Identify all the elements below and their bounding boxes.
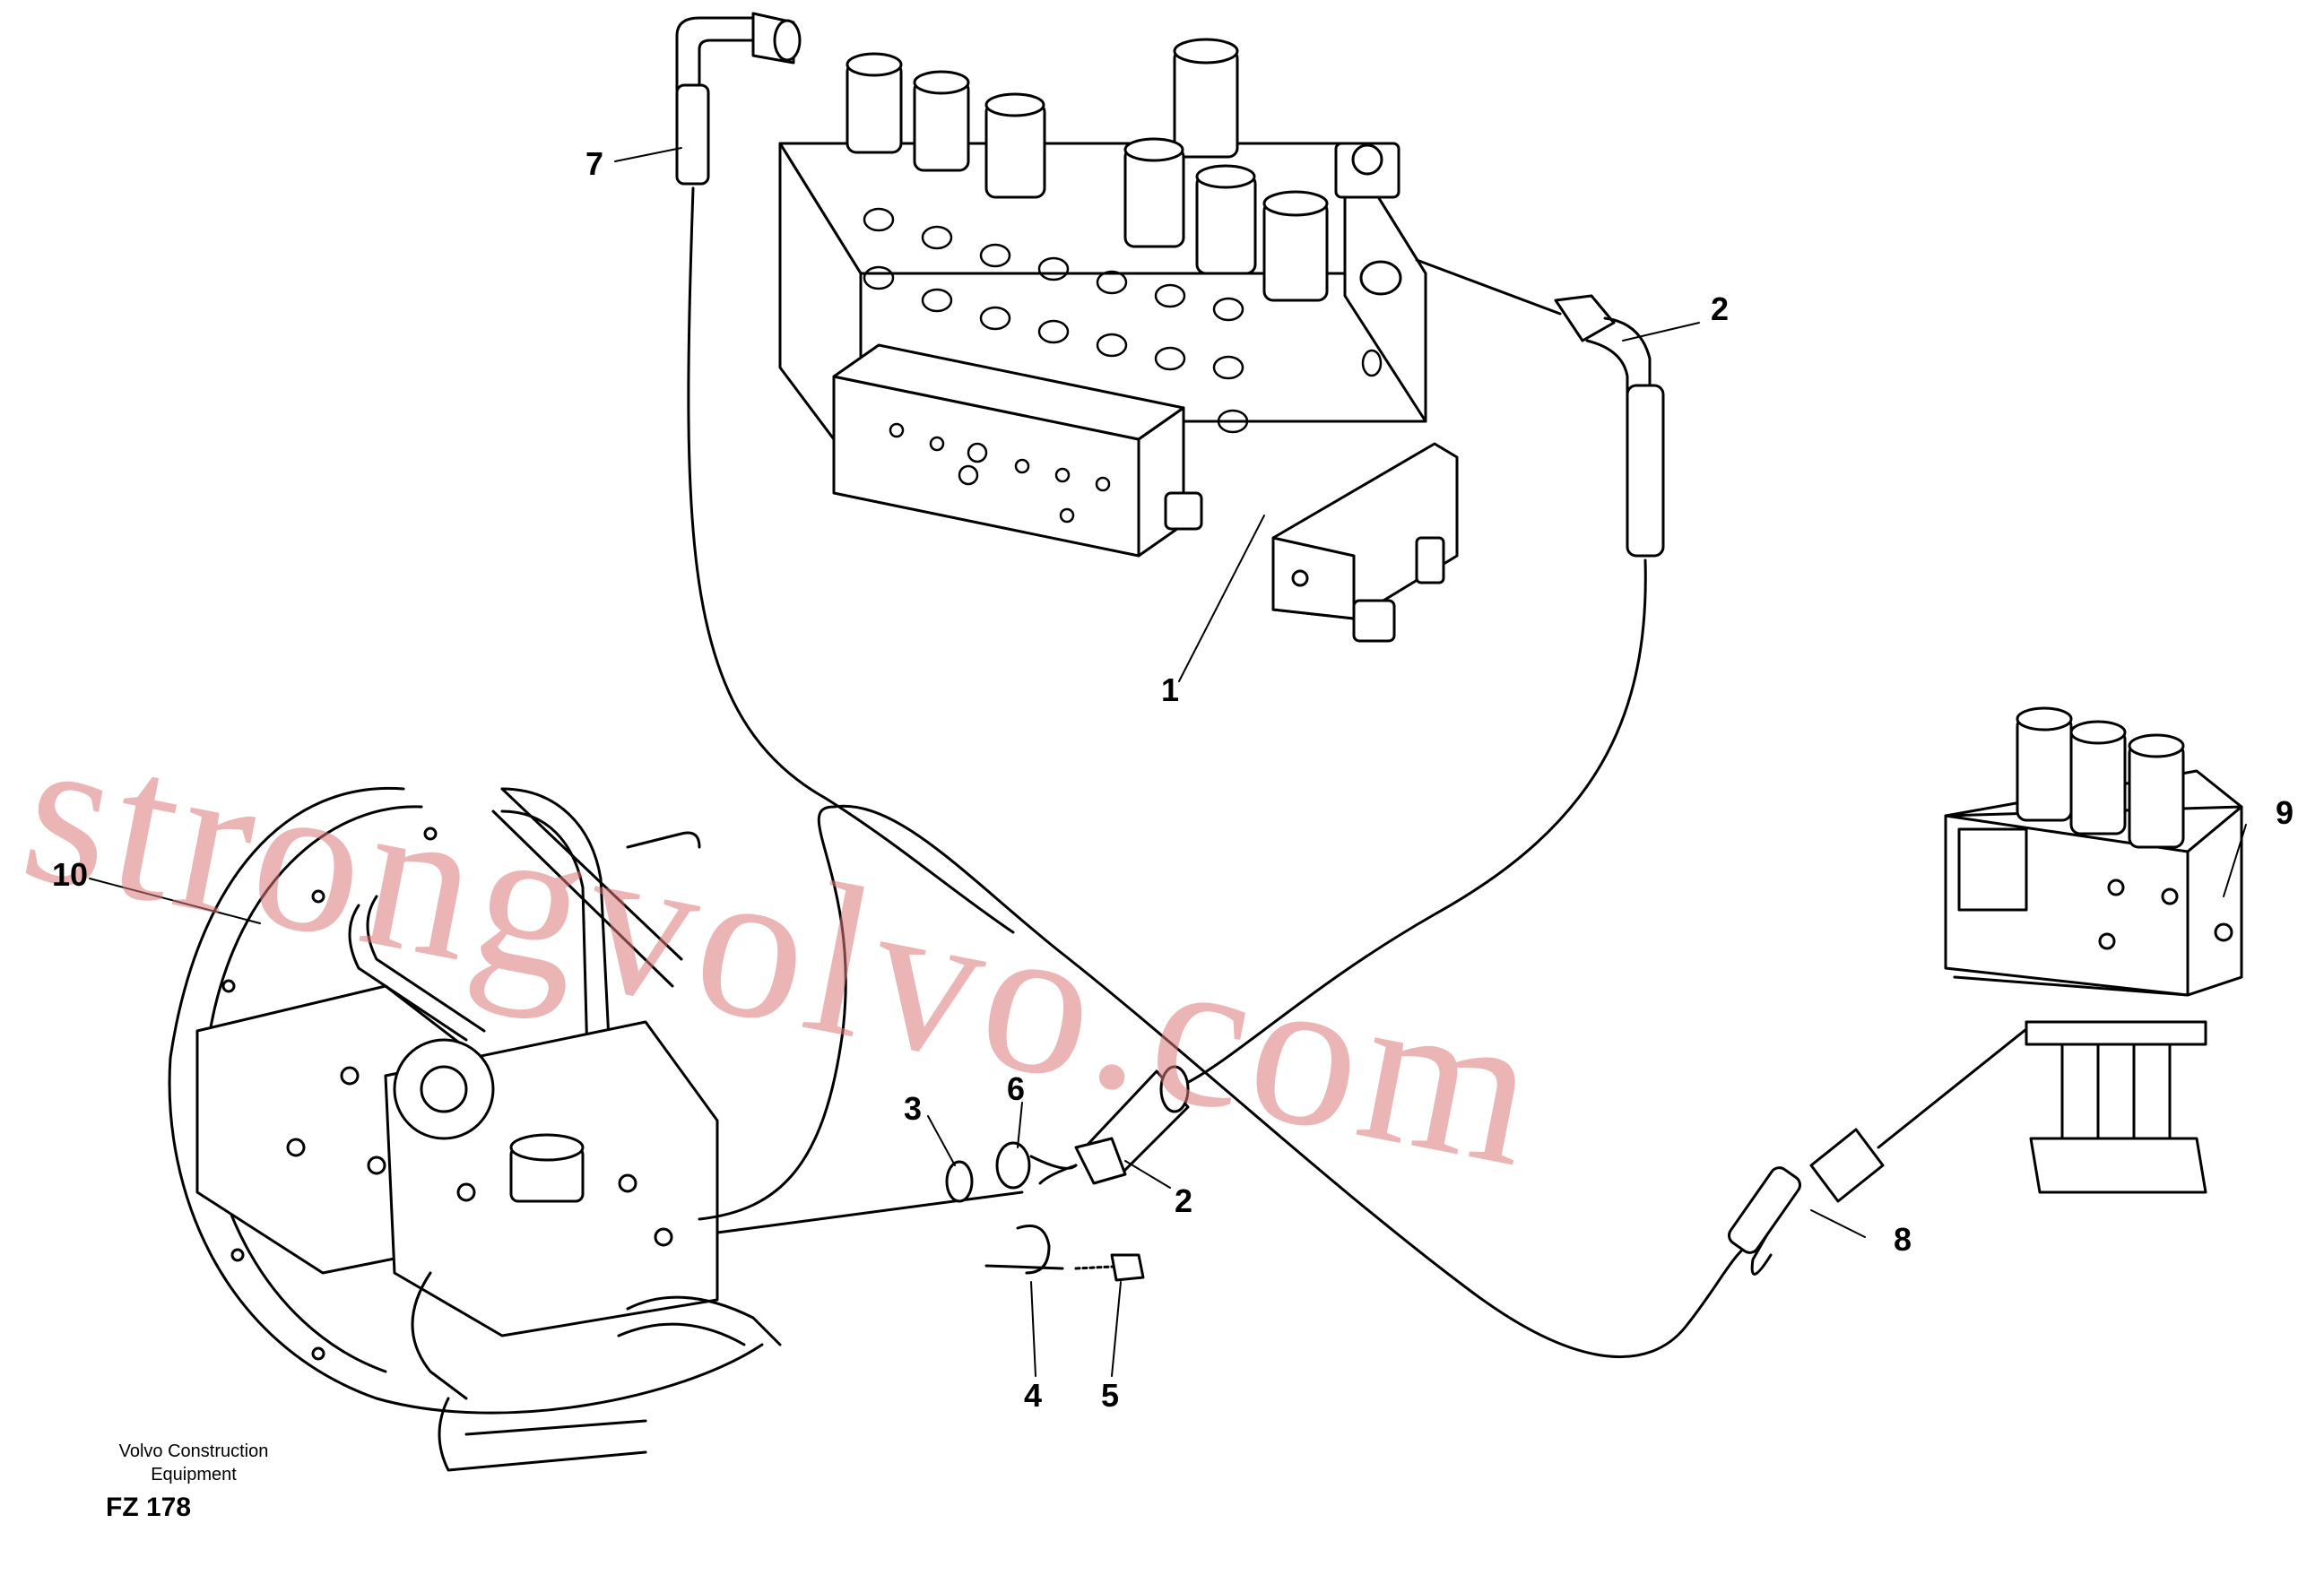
callout-8: 8 [1893,1221,1912,1258]
hose-2-lower [715,1065,1190,1234]
callout-9: 9 [2275,794,2294,831]
engine-pump-assembly [168,786,782,1472]
callout-4: 4 [1023,1377,1043,1414]
screw-5 [1074,1253,1145,1282]
hose-7 [675,12,1015,934]
hose-8 [1728,1020,2037,1276]
callout-6: 6 [1006,1070,1026,1107]
clamp-4 [984,1225,1064,1275]
pilot-valve-block [1944,706,2243,1194]
control-valve-block [778,38,1459,643]
callout-1: 1 [1160,671,1180,708]
callout-3: 3 [903,1090,923,1127]
fitting-6 [995,1141,1078,1190]
caption-company: Volvo Construction [118,1441,269,1461]
callout-10: 10 [51,856,89,893]
caption-company-line2: Equipment [151,1465,237,1484]
callout-2-upper: 2 [1710,290,1730,327]
callout-5: 5 [1100,1377,1120,1414]
leader-lines [89,147,2247,1377]
callout-2-lower: 2 [1174,1182,1193,1219]
caption-block: Volvo Construction Equipment FZ 178 [95,1440,292,1528]
hose-2-upper [1182,258,1665,1086]
callout-7: 7 [585,145,604,182]
figure-code: FZ 178 [106,1493,192,1522]
pilot-hose-long [698,804,1759,1359]
fitting-3 [945,1160,974,1203]
